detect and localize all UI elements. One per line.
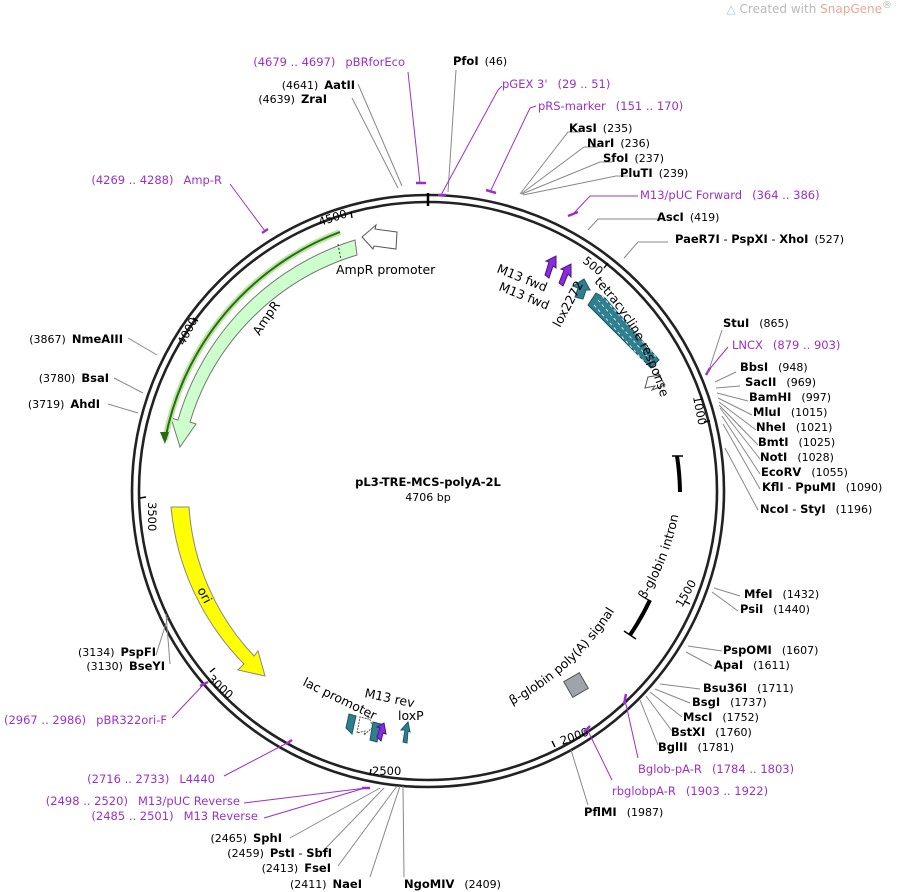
enzyme-label[interactable]: PspOMI(1607): [723, 643, 818, 657]
enzyme-label[interactable]: EcoRV(1055): [761, 465, 848, 479]
tick-2000: 2000: [558, 725, 590, 748]
primer-leaders: [171, 71, 729, 819]
enzyme-label[interactable]: NcoI - StyI(1196): [760, 502, 872, 516]
enzyme-label[interactable]: BsgI(1737): [692, 695, 767, 709]
watermark-brand: SnapGene: [820, 2, 882, 16]
enzyme-label[interactable]: NheI(1021): [756, 420, 832, 434]
primer-label[interactable]: M13/pUC Forward(364 .. 386): [640, 188, 820, 202]
enzyme-label[interactable]: MluI(1015): [753, 405, 827, 419]
grey-box-feature[interactable]: [563, 672, 589, 698]
enzyme-labels: PfoI(46) KasI(235) NarI(236) SfoI(237) P…: [28, 54, 883, 891]
primer-label[interactable]: rbglobpA-R(1903 .. 1922): [612, 784, 768, 798]
enzyme-label[interactable]: PflMI(1987): [584, 805, 663, 819]
primer-label[interactable]: (2498 .. 2520)M13/pUC Reverse: [46, 794, 240, 808]
ori-feature[interactable]: [170, 506, 266, 677]
ampr-promoter-feature[interactable]: [361, 223, 398, 250]
enzyme-label[interactable]: (2459)PstI - SbfI: [227, 846, 332, 860]
primer-label[interactable]: LNCX(879 .. 903): [732, 338, 840, 352]
teal-box-feature[interactable]: [345, 713, 357, 735]
primer-label[interactable]: pGEX 3'(29 .. 51): [502, 77, 610, 91]
tick-1500: 1500: [672, 577, 699, 609]
enzyme-label[interactable]: BbsI(948): [740, 360, 808, 374]
ori-label: ori: [194, 584, 215, 605]
snapgene-logo-icon: △: [726, 2, 736, 16]
primer-label[interactable]: (2485 .. 2501)M13 Reverse: [91, 809, 258, 823]
primer-label[interactable]: (2967 .. 2986)pBR322ori-F: [4, 713, 167, 727]
primer-label[interactable]: (2716 .. 2733)L4440: [87, 772, 215, 786]
enzyme-label[interactable]: KflI - PpuMI(1090): [762, 480, 882, 494]
ampr-promoter-label: AmpR promoter: [336, 262, 436, 277]
ampr-feature[interactable]: [170, 239, 358, 449]
enzyme-label[interactable]: ApaI(1611): [714, 658, 790, 672]
enzyme-label[interactable]: SacII(969): [745, 375, 816, 389]
enzyme-label[interactable]: (2413)FseI: [262, 861, 331, 875]
primer-label[interactable]: pRS-marker(151 .. 170): [538, 99, 683, 113]
enzyme-label[interactable]: PaeR7I - PspXI - XhoI(527): [675, 232, 844, 246]
enzyme-label[interactable]: PluTI(239): [620, 166, 688, 180]
lac-promoter-feature[interactable]: [356, 714, 374, 737]
enzyme-label[interactable]: PsiI(1440): [740, 602, 810, 616]
m13rev-feature[interactable]: [375, 722, 387, 742]
plasmid-name: pL3-TRE-MCS-polyA-2L: [355, 475, 501, 489]
enzyme-label[interactable]: BmtI(1025): [758, 435, 835, 449]
primer-label[interactable]: (4679 .. 4697)pBRforEco: [253, 55, 405, 69]
enzyme-label[interactable]: NgoMIV(2409): [404, 877, 501, 891]
polya-feature[interactable]: [628, 599, 652, 637]
enzyme-label[interactable]: BglII(1781): [658, 740, 734, 754]
enzyme-label[interactable]: NarI(236): [587, 136, 650, 150]
enzyme-label[interactable]: PfoI(46): [453, 54, 507, 68]
loxp-feature[interactable]: [399, 720, 411, 744]
enzyme-label[interactable]: SfoI(237): [603, 151, 664, 165]
enzyme-label[interactable]: (3130)BseYI: [86, 659, 165, 673]
enzyme-leaders: [107, 69, 761, 878]
tick-3000: 3000: [205, 672, 236, 702]
polya-label: β-globin poly(A) signal: [506, 604, 617, 707]
enzyme-label[interactable]: (3780)BsaI: [39, 371, 109, 385]
intron-label: β-globin intron: [635, 513, 682, 602]
lox2272-label: lox2272: [549, 278, 586, 329]
enzyme-label[interactable]: (4639)ZraI: [258, 92, 327, 106]
enzyme-label[interactable]: KasI(235): [569, 121, 632, 135]
enzyme-label[interactable]: (3134)PspFI: [78, 645, 156, 659]
enzyme-label[interactable]: BamHI(997): [749, 390, 831, 404]
snapgene-watermark: △ Created with SnapGene®: [726, 0, 892, 16]
enzyme-label[interactable]: Bsu36I(1711): [703, 681, 794, 695]
tick-3500: 3500: [145, 502, 159, 531]
enzyme-label[interactable]: NotI(1028): [760, 450, 834, 464]
enzyme-label[interactable]: (2465)SphI: [210, 831, 282, 845]
enzyme-label[interactable]: MfeI(1432): [744, 587, 819, 601]
enzyme-label[interactable]: (3867)NmeAIII: [29, 332, 123, 346]
m13fwd-feature-1[interactable]: [544, 255, 557, 279]
intron-feature[interactable]: [675, 455, 682, 493]
plasmid-size: 4706 bp: [405, 491, 450, 504]
loxp-label: loxP: [398, 708, 424, 723]
primer-label[interactable]: (4269 .. 4288)Amp-R: [91, 173, 222, 187]
primer-label[interactable]: Bglob-pA-R(1784 .. 1803): [638, 762, 794, 776]
lox2272-feature[interactable]: [571, 278, 591, 300]
watermark-mark: ®: [882, 0, 892, 11]
tick-marks: [139, 211, 711, 776]
ampr-orf-arrowhead: [160, 432, 169, 444]
polya-end-cap: [623, 630, 637, 640]
enzyme-label[interactable]: (4641)AatII: [282, 78, 355, 92]
ampr-boundary: [337, 243, 342, 261]
tick-4500: 4500: [317, 206, 349, 228]
enzyme-label[interactable]: AscI(419): [657, 210, 719, 224]
tre-feature[interactable]: [587, 292, 666, 392]
m13fwd-feature-2[interactable]: [558, 263, 572, 287]
enzyme-label[interactable]: (3719)AhdI: [28, 397, 100, 411]
primer-labels: pGEX 3'(29 .. 51) pRS-marker(151 .. 170)…: [4, 55, 840, 823]
enzyme-label[interactable]: (2411)NaeI: [290, 877, 362, 891]
enzyme-label[interactable]: StuI(865): [723, 316, 789, 330]
enzyme-label[interactable]: BstXI(1760): [671, 725, 752, 739]
tick-2500: 2500: [372, 764, 401, 778]
ampr-orf-line: [164, 231, 341, 441]
watermark-prefix: Created with: [739, 2, 821, 16]
tick-1000: 1000: [690, 395, 709, 426]
enzyme-label[interactable]: MscI(1752): [683, 710, 759, 724]
